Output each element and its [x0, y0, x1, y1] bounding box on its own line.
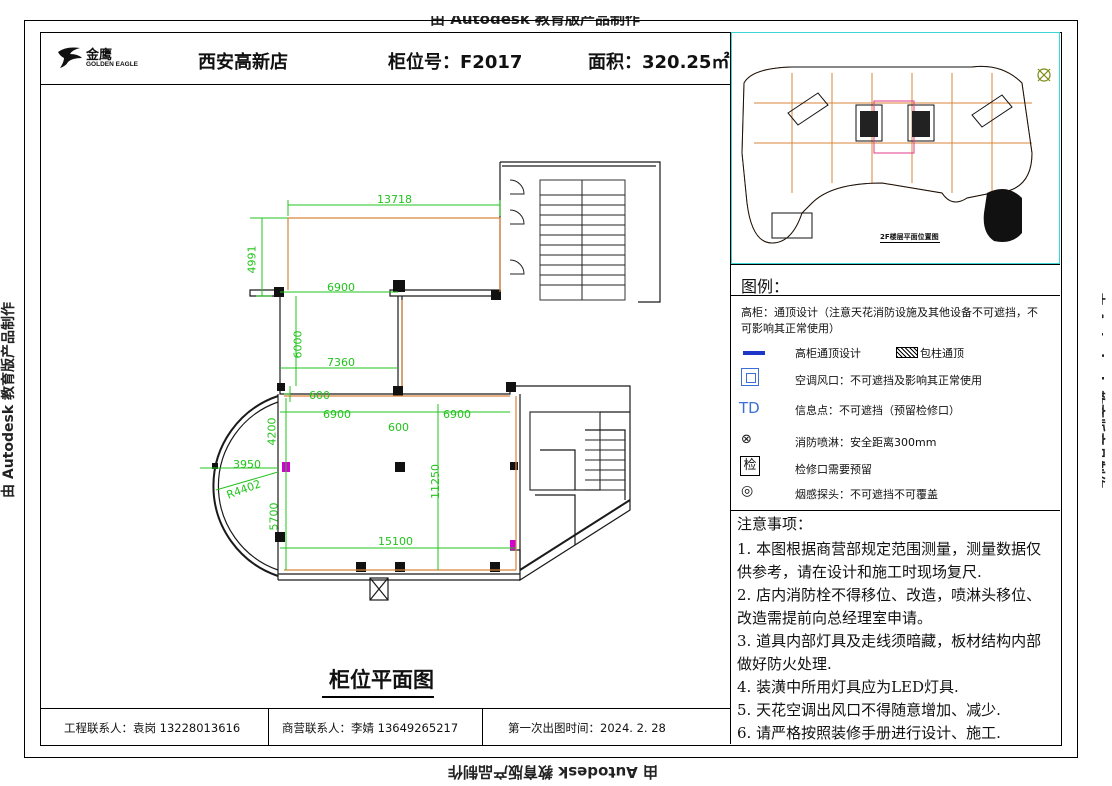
commercial-contact: 商营联系人：李婧 13649265217	[282, 721, 459, 735]
notes-panel: 注意事项： 1. 本图根据商营部规定范围测量，测量数据仅供参考，请在设计和施工时…	[731, 509, 1060, 744]
engineering-contact: 工程联系人：袁岗 13228013616	[64, 721, 241, 735]
drawing-frame	[40, 32, 1062, 746]
key-plan-drawing	[741, 65, 1051, 244]
note-4: 4. 装潢中所用灯具应为LED灯具.	[737, 678, 959, 696]
dim-5700: 5700	[267, 502, 281, 531]
key-plan: 2F楼层平面位置图	[731, 32, 1060, 264]
dim-13718: 13718	[377, 193, 412, 206]
sprinkler-icon: ⊗	[741, 432, 752, 447]
dim-7360: 7360	[327, 356, 355, 369]
unit-number: 柜位号：F2017	[388, 52, 523, 73]
dim-6000: 6000	[291, 330, 305, 359]
blue-bar-icon	[743, 351, 765, 355]
legend-panel: 图例： 高柜：通顶设计（注意天花消防设施及其他设备不可遮挡，不可影响其正常使用）…	[731, 264, 1060, 511]
watermark-bottom: 由 Autodesk 教育版产品制作	[448, 763, 659, 781]
legend-label-air-vent: 空调风口：不可遮挡及影响其正常使用	[795, 374, 982, 387]
unit-area: 面积：320.25㎡	[588, 52, 730, 73]
air-vent-icon	[741, 368, 759, 386]
logo: 金鹰 GOLDEN EAGLE	[56, 44, 146, 72]
legend-label-info-point: 信息点：不可遮挡（预留检修口）	[795, 404, 960, 417]
footer-divider-1	[268, 709, 269, 745]
key-plan-caption: 2F楼层平面位置图	[880, 233, 939, 241]
store-name: 西安高新店	[198, 52, 288, 73]
legend-label-inspection: 检修口需要预留	[795, 463, 872, 476]
outer-frame	[24, 20, 1078, 758]
logo-en: GOLDEN EAGLE	[86, 61, 139, 68]
dim-11250: 11250	[429, 464, 442, 499]
header-bar: 金鹰 GOLDEN EAGLE 西安高新店 柜位号：F2017 面积：320.2…	[40, 32, 730, 85]
dim-4200: 4200	[265, 417, 279, 446]
dim-4991: 4991	[245, 245, 259, 274]
watermark-top: 由 Autodesk 教育版产品制作	[430, 10, 641, 28]
watermark-right: 由 Autodesk 教育版产品制作	[1089, 291, 1106, 489]
info-point-icon: TD	[739, 399, 760, 417]
inspection-icon: 检	[740, 456, 760, 476]
note-2: 2. 店内消防栓不得移位、改造，喷淋头移位、改造需提前向总经理室申请。	[737, 586, 1042, 627]
issue-date: 第一次出图时间：2024. 2. 28	[508, 721, 666, 735]
dim-6900-right: 6900	[443, 408, 471, 421]
legend-label-tall-cabinet: 高柜通顶设计	[795, 347, 861, 360]
legend-title: 图例：	[741, 277, 790, 296]
dim-600-b: 600	[388, 421, 409, 434]
hatch-icon	[896, 347, 918, 358]
watermark-left: 由 Autodesk 教育版产品制作	[1, 301, 18, 499]
legend-label-smoke-detector: 烟感探头：不可遮挡不可覆盖	[795, 488, 938, 501]
dim-15100: 15100	[378, 535, 413, 548]
dim-6900-mid: 6900	[323, 408, 351, 421]
legend-divider	[731, 295, 1060, 296]
dim-6900-top: 6900	[327, 281, 355, 294]
note-5: 5. 天花空调出风口不得随意增加、减少.	[737, 701, 1001, 719]
plan-title-underline	[322, 696, 434, 698]
dim-600-a: 600	[309, 389, 330, 402]
plan-title: 柜位平面图	[329, 668, 434, 692]
key-plan-caption-underline	[880, 242, 940, 243]
note-6: 6. 请严格按照装修手册进行设计、施工.	[737, 724, 1001, 742]
note-3: 3. 道具内部灯具及走线须暗藏，板材结构内部做好防火处理.	[737, 632, 1042, 673]
legend-label-column: 包柱通顶	[920, 347, 964, 360]
legend-label-sprinkler: 消防喷淋：安全距离300mm	[795, 436, 937, 449]
legend-intro: 高柜：通顶设计（注意天花消防设施及其他设备不可遮挡，不可影响其正常使用）	[741, 306, 1038, 335]
floor-plan	[200, 161, 661, 601]
footer-bar: 工程联系人：袁岗 13228013616 商营联系人：李婧 1364926521…	[40, 708, 730, 745]
eagle-logo-icon	[58, 47, 82, 68]
dim-3950: 3950	[233, 458, 261, 471]
panel-divider	[730, 32, 731, 744]
logo-cn: 金鹰	[86, 47, 113, 62]
footer-divider-2	[482, 709, 483, 745]
notes-title: 注意事项：	[737, 515, 813, 533]
smoke-detector-icon: ◎	[741, 483, 754, 499]
note-1: 1. 本图根据商营部规定范围测量，测量数据仅供参考，请在设计和施工时现场复尺.	[737, 540, 1042, 581]
